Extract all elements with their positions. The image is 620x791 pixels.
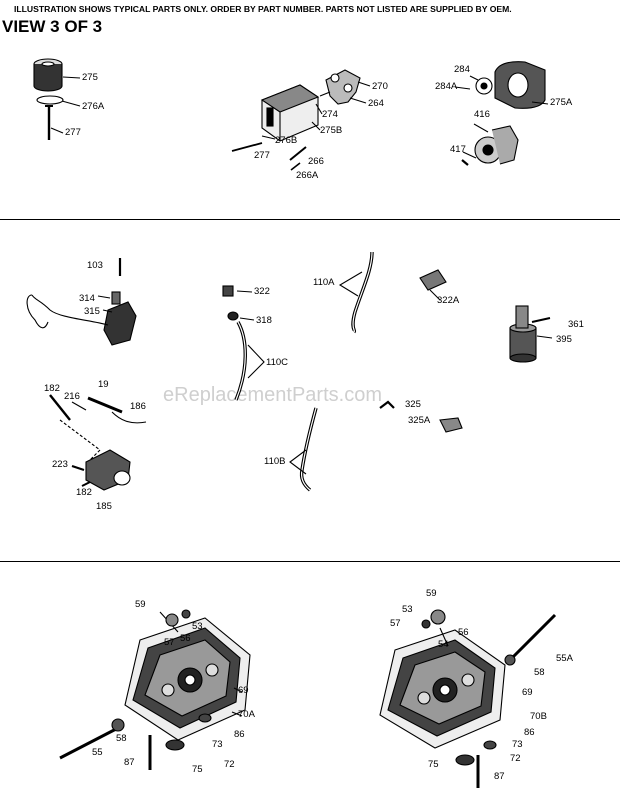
label-73-left: 73: [212, 739, 223, 750]
section-divider-bottom: [0, 561, 620, 562]
part-110C-line: [222, 285, 265, 401]
label-58-right: 58: [534, 667, 545, 678]
part-185-solenoid: [49, 394, 147, 491]
label-417: 417: [450, 144, 466, 155]
part-315-ignition: [26, 258, 137, 346]
label-59-left: 59: [135, 599, 146, 610]
label-264: 264: [368, 98, 384, 109]
label-72-right: 72: [510, 753, 521, 764]
label-284A: 284A: [435, 81, 458, 92]
label-59-right: 59: [426, 588, 437, 599]
label-110C: 110C: [266, 357, 289, 368]
header-notice: ILLUSTRATION SHOWS TYPICAL PARTS ONLY. O…: [14, 4, 512, 14]
label-325: 325: [405, 399, 421, 410]
label-103: 103: [87, 260, 103, 271]
label-275: 275: [82, 72, 98, 83]
label-277: 277: [65, 127, 81, 138]
label-54: 54: [438, 639, 449, 650]
label-216: 216: [64, 391, 80, 402]
label-56-right: 56: [458, 627, 469, 638]
part-322A: [419, 269, 447, 301]
label-57-right: 57: [390, 618, 401, 629]
label-110A: 110A: [313, 277, 335, 288]
label-318: 318: [256, 315, 272, 326]
label-70A: 70A: [238, 709, 255, 720]
label-284: 284: [454, 64, 470, 75]
label-186: 186: [130, 401, 146, 412]
label-275A: 275A: [550, 97, 573, 108]
label-276B: 276B: [275, 135, 298, 146]
label-276A: 276A: [82, 101, 105, 112]
part-275A-housing: [454, 61, 549, 166]
label-55: 55: [92, 747, 103, 758]
label-322A: 322A: [437, 295, 460, 306]
part-395-starter: [509, 305, 553, 363]
label-87-left: 87: [124, 757, 135, 768]
label-69-left: 69: [238, 685, 249, 696]
label-416: 416: [474, 109, 490, 120]
label-57-left: 57: [164, 637, 175, 648]
part-70B-crankcase-cover: [379, 609, 557, 788]
label-55A: 55A: [556, 653, 573, 664]
label-19: 19: [98, 379, 109, 390]
part-70A-crankcase-cover: [59, 609, 251, 770]
watermark: eReplacementParts.com: [163, 384, 382, 406]
label-182b: 182: [76, 487, 92, 498]
label-314: 314: [79, 293, 95, 304]
label-86-right: 86: [524, 727, 535, 738]
label-395: 395: [556, 334, 572, 345]
part-275-filter: [33, 58, 81, 140]
label-325A: 325A: [408, 415, 431, 426]
part-275B-muffler: [231, 69, 371, 171]
label-72-left: 72: [224, 759, 235, 770]
label-182: 182: [44, 383, 60, 394]
label-315: 315: [84, 306, 100, 317]
label-58-left: 58: [116, 733, 127, 744]
part-110A-line: [338, 251, 374, 334]
label-73-right: 73: [512, 739, 523, 750]
label-275B: 275B: [320, 125, 343, 136]
label-69-right: 69: [522, 687, 533, 698]
part-110B-line: [289, 400, 463, 492]
label-86-left: 86: [234, 729, 245, 740]
label-56-left: 56: [180, 633, 191, 644]
label-53-left: 53: [192, 621, 203, 632]
label-223: 223: [52, 459, 68, 470]
label-266A: 266A: [296, 170, 319, 181]
label-266: 266: [308, 156, 324, 167]
label-277b: 277: [254, 150, 270, 161]
view-title: VIEW 3 OF 3: [2, 17, 103, 36]
label-270: 270: [372, 81, 388, 92]
label-110B: 110B: [264, 456, 286, 467]
label-322: 322: [254, 286, 270, 297]
label-75-right: 75: [428, 759, 439, 770]
label-70B: 70B: [530, 711, 547, 722]
section-divider-top: [0, 219, 620, 220]
label-185: 185: [96, 501, 112, 512]
label-75-left: 75: [192, 764, 203, 775]
label-274: 274: [322, 109, 338, 120]
label-87-right: 87: [494, 771, 505, 782]
label-53-right: 53: [402, 604, 413, 615]
label-361: 361: [568, 319, 584, 330]
